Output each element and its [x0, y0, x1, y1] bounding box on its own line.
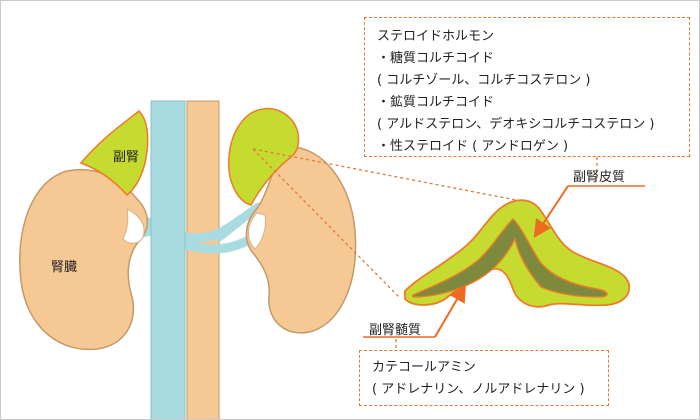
adrenal-medulla-band — [412, 218, 608, 298]
hormone-line: ・鉱質コルチコイド — [377, 95, 495, 110]
hormone-line: ( アルドステロン、デオキシコルチコステロン ) — [377, 117, 655, 132]
vena-cava — [150, 100, 186, 419]
zoom-line-bottom — [252, 148, 400, 298]
right-renal-pelvis — [248, 212, 266, 250]
cortex-callout-arrow — [533, 185, 569, 239]
adrenal-cortex-label: 副腎皮質 — [573, 170, 626, 185]
kidney-label: 腎臓 — [51, 260, 78, 275]
medulla-callout-arrow — [434, 283, 467, 338]
steroid-hormone-box: ステロイドホルモン ・糖質コルチコイド ( コルチゾール、コルチコステロン ) … — [364, 17, 690, 157]
amine-line: ( アドレナリン、ノルアドレナリン ) — [372, 382, 585, 397]
hormone-line: ・性ステロイド ( アンドロゲン ) — [377, 139, 569, 154]
catecholamine-box: カテコールアミン ( アドレナリン、ノルアドレナリン ) — [359, 350, 609, 406]
hormone-line: ( コルチゾール、コルチコステロン ) — [377, 73, 591, 88]
aorta — [186, 100, 220, 419]
left-renal-pelvis — [122, 208, 145, 244]
left-kidney — [19, 168, 149, 351]
adrenal-label: 副腎 — [113, 150, 140, 165]
amine-line: カテコールアミン — [372, 360, 476, 375]
right-adrenal-gland — [228, 107, 300, 206]
hormone-line: ステロイドホルモン — [377, 29, 495, 44]
left-adrenal-gland — [79, 110, 149, 197]
hormone-line: ・糖質コルチコイド — [377, 51, 495, 66]
adrenal-medulla-label: 副腎髄質 — [369, 323, 422, 338]
